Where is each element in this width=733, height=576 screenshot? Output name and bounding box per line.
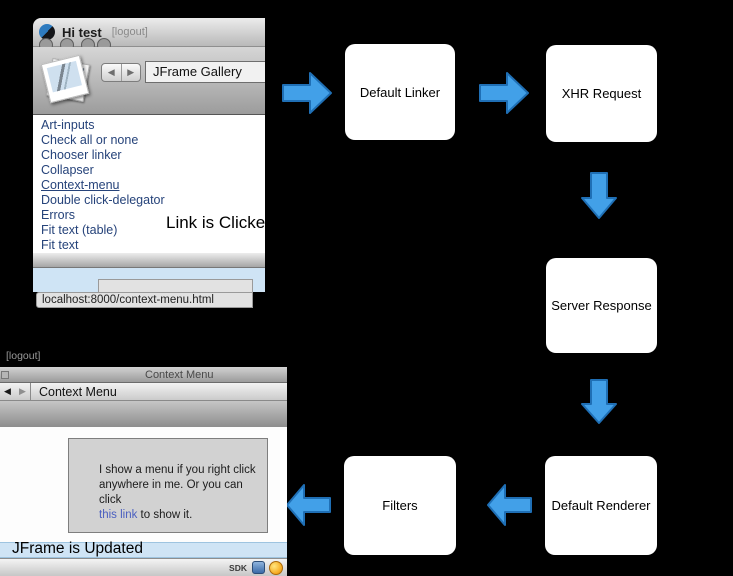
toolbar-gradient <box>0 401 287 427</box>
context-menu-page: I show a menu if you right click anywher… <box>0 427 287 542</box>
top-browser-screenshot: Hi test [logout] ◀ ▶ JFrame Gallery Art-… <box>33 10 265 310</box>
gallery-link[interactable]: Fit text <box>41 238 79 252</box>
window-title: Context Menu <box>145 369 214 381</box>
gallery-link[interactable]: Fit text (table) <box>41 223 118 237</box>
status-tooltip-notch <box>98 279 253 293</box>
browser-toolbar: ◀ ▶ JFrame Gallery <box>33 47 265 115</box>
flow-box-server-response: Server Response <box>546 258 657 353</box>
back-button[interactable]: ◀ <box>102 64 122 81</box>
taskbar-swirl-icon[interactable] <box>269 560 283 575</box>
caption-link-is-clicked: Link is Clicked <box>166 213 265 232</box>
this-link[interactable]: this link <box>99 509 138 521</box>
window-title-strip: Context Menu <box>0 367 287 383</box>
context-demo-box[interactable]: I show a menu if you right click anywher… <box>68 438 268 533</box>
gallery-link[interactable]: Errors <box>41 208 76 222</box>
nav-title: Context Menu <box>39 384 117 399</box>
forward-button[interactable]: ▶ <box>19 386 26 396</box>
back-forward-control: ◀ ▶ <box>101 63 141 82</box>
flow-box-xhr-request: XHR Request <box>546 45 657 142</box>
logout-link[interactable]: [logout] <box>6 350 41 362</box>
flow-box-filters: Filters <box>344 456 456 555</box>
context-text-line: anywhere in me. Or you can click <box>99 479 243 506</box>
taskbar: SDK <box>0 558 287 576</box>
nav-bar: ◀ ▶ Context Menu <box>0 383 287 401</box>
flow-box-default-renderer: Default Renderer <box>545 456 657 555</box>
logout-link[interactable]: [logout] <box>111 26 148 38</box>
forward-button[interactable]: ▶ <box>127 67 135 77</box>
sdk-label: SDK <box>229 562 247 573</box>
caption-jframe-updated: JFrame is Updated <box>12 540 143 557</box>
gallery-link-context-menu[interactable]: Context-menu <box>41 178 120 192</box>
arrow-left-to-filters <box>487 484 532 526</box>
taskbar-app-icon[interactable] <box>252 561 265 574</box>
gallery-link[interactable]: Chooser linker <box>41 148 122 162</box>
arrow-right-to-xhr-request <box>479 72 529 114</box>
arrow-left-to-jframe <box>286 484 331 526</box>
arrow-down-to-default-renderer <box>581 379 617 424</box>
gallery-dropdown[interactable]: JFrame Gallery <box>145 61 265 83</box>
arrow-right-to-default-linker <box>282 72 332 114</box>
link-list-page: Art-inputs Check all or none Chooser lin… <box>33 115 265 252</box>
gallery-link[interactable]: Art-inputs <box>41 118 95 132</box>
bottom-browser-screenshot: [logout] Context Menu ◀ ▶ Context Menu I… <box>0 345 287 576</box>
arrow-down-to-server-response <box>581 172 617 219</box>
gallery-link[interactable]: Collapser <box>41 163 94 177</box>
back-button[interactable]: ◀ <box>4 386 11 396</box>
context-text-line: I show a menu if you right click <box>99 464 256 476</box>
bottom-chrome-bar <box>33 252 265 268</box>
app-pie-icon <box>39 24 55 40</box>
highlight-bar <box>0 542 287 558</box>
flow-box-default-linker: Default Linker <box>345 44 455 140</box>
gallery-link[interactable]: Double click-delegator <box>41 193 165 207</box>
context-text-tail: to show it. <box>137 509 193 521</box>
gallery-link[interactable]: Check all or none <box>41 133 139 147</box>
back-forward-control: ◀ ▶ <box>0 383 31 400</box>
window-title: Hi test <box>62 24 102 40</box>
status-url: localhost:8000/context-menu.html <box>36 292 253 308</box>
gallery-photos-icon <box>40 54 93 105</box>
window-icon <box>1 371 9 379</box>
